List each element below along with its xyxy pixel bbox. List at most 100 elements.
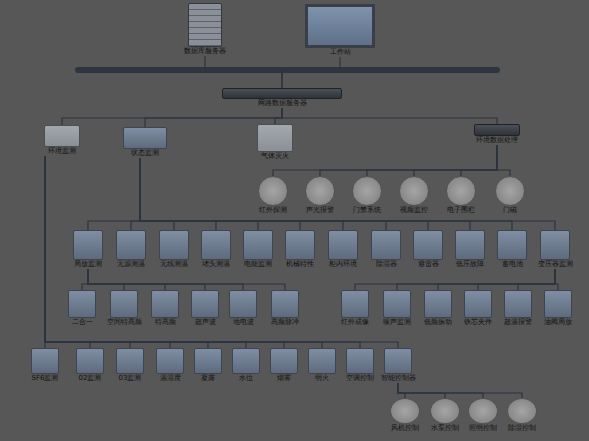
connector-line (320, 145, 497, 176)
device-label: 超温报警 (504, 318, 532, 327)
device-icon (73, 230, 103, 260)
connector-line (45, 156, 322, 348)
device-label: 堵头测温 (202, 260, 230, 269)
connector-line (555, 269, 558, 290)
device-node: 二合一 (59, 290, 105, 327)
device-label: 避雷器 (418, 260, 439, 269)
device-icon (390, 398, 420, 424)
device-node: 高频脉冲 (262, 290, 308, 327)
device-label: 电子围栏 (447, 206, 475, 215)
device-node: 低频振动 (415, 290, 461, 327)
connector-line (461, 145, 497, 176)
device-label: 视频监控 (400, 206, 428, 215)
device-label: 工作站 (330, 48, 351, 57)
connector-line (497, 145, 510, 176)
device-icon (159, 230, 189, 260)
device-label: 水位 (239, 374, 253, 383)
connector-line (140, 158, 470, 230)
device-icon (68, 290, 96, 318)
device-node: 门磁 (487, 176, 533, 215)
device-label: 红外探测 (259, 206, 287, 215)
device-icon (464, 290, 492, 318)
device-label: 气体灭火 (261, 152, 289, 161)
device-icon (383, 290, 411, 318)
device-label: 明火 (315, 374, 329, 383)
device-node: 水位 (223, 348, 269, 383)
device-label: 门禁系统 (353, 206, 381, 215)
connector-line (438, 269, 555, 290)
connector-line (45, 156, 208, 348)
device-label: 智能控制器 (381, 374, 416, 383)
device-icon (270, 348, 298, 374)
connector-line (45, 156, 246, 348)
device-label: 地电波 (233, 318, 254, 327)
device-label: 照明控制 (469, 424, 497, 433)
connector-line (282, 57, 340, 88)
device-icon (468, 398, 498, 424)
device-icon (44, 125, 80, 147)
device-node: 油阀局放 (535, 290, 581, 327)
connector-line (45, 156, 398, 348)
device-node: 地电波 (220, 290, 266, 327)
device-icon (110, 290, 138, 318)
device-icon (540, 230, 570, 260)
device-icon (308, 348, 336, 374)
device-label: 除湿器 (376, 260, 397, 269)
device-icon (305, 4, 375, 48)
device-icon (285, 230, 315, 260)
device-label: 空间特高频 (107, 318, 142, 327)
device-icon (194, 348, 222, 374)
device-icon (258, 176, 288, 206)
device-label: 机械特性 (286, 260, 314, 269)
device-node: 无线测温 (151, 230, 197, 269)
device-icon (384, 348, 412, 374)
connector-line (88, 269, 124, 290)
device-label: 状态监测 (131, 149, 159, 158)
device-node: 气体灭火 (252, 124, 298, 161)
connector-line (275, 108, 282, 124)
device-node: 空调控制 (337, 348, 383, 383)
connector-line (367, 145, 497, 176)
device-label: 声光报警 (306, 206, 334, 215)
device-node: 空间特高频 (101, 290, 147, 327)
device-icon (31, 348, 59, 374)
device-icon (504, 290, 532, 318)
connector-line (62, 108, 282, 125)
device-node: 温湿度 (147, 348, 193, 383)
connector-line (88, 269, 165, 290)
device-node: 风机控制 (382, 398, 428, 433)
connector-line (140, 158, 555, 230)
device-icon (229, 290, 257, 318)
device-label: 门磁 (503, 206, 517, 215)
connector-line (45, 156, 284, 348)
device-label: 特高频 (155, 318, 176, 327)
connector-line (140, 158, 512, 230)
device-label: 超声波 (195, 318, 216, 327)
device-node: 数据库服务器 (182, 3, 228, 56)
connector-line (282, 108, 497, 124)
connector-line (140, 158, 428, 230)
device-label: 02监测 (79, 374, 102, 383)
device-node: 除湿器 (363, 230, 409, 269)
device-label: 红外成像 (341, 318, 369, 327)
device-label: 风机控制 (391, 424, 419, 433)
device-node: 电子围栏 (438, 176, 484, 215)
device-node: 环境数据处理 (474, 124, 520, 145)
connector-line (82, 269, 88, 290)
device-icon (123, 127, 167, 149)
device-icon (352, 176, 382, 206)
device-icon (76, 348, 104, 374)
connector-line (398, 383, 405, 398)
connector-line (88, 269, 285, 290)
device-label: 铁芯夹件 (464, 318, 492, 327)
device-label: 空调控制 (346, 374, 374, 383)
device-icon (188, 3, 222, 47)
device-label: 环境监测 (48, 147, 76, 156)
connector-line (140, 158, 174, 230)
device-node: 变压器监测 (532, 230, 578, 269)
device-icon (116, 230, 146, 260)
device-label: 无线测温 (160, 260, 188, 269)
device-icon (446, 176, 476, 206)
device-icon (222, 88, 342, 99)
device-icon (413, 230, 443, 260)
